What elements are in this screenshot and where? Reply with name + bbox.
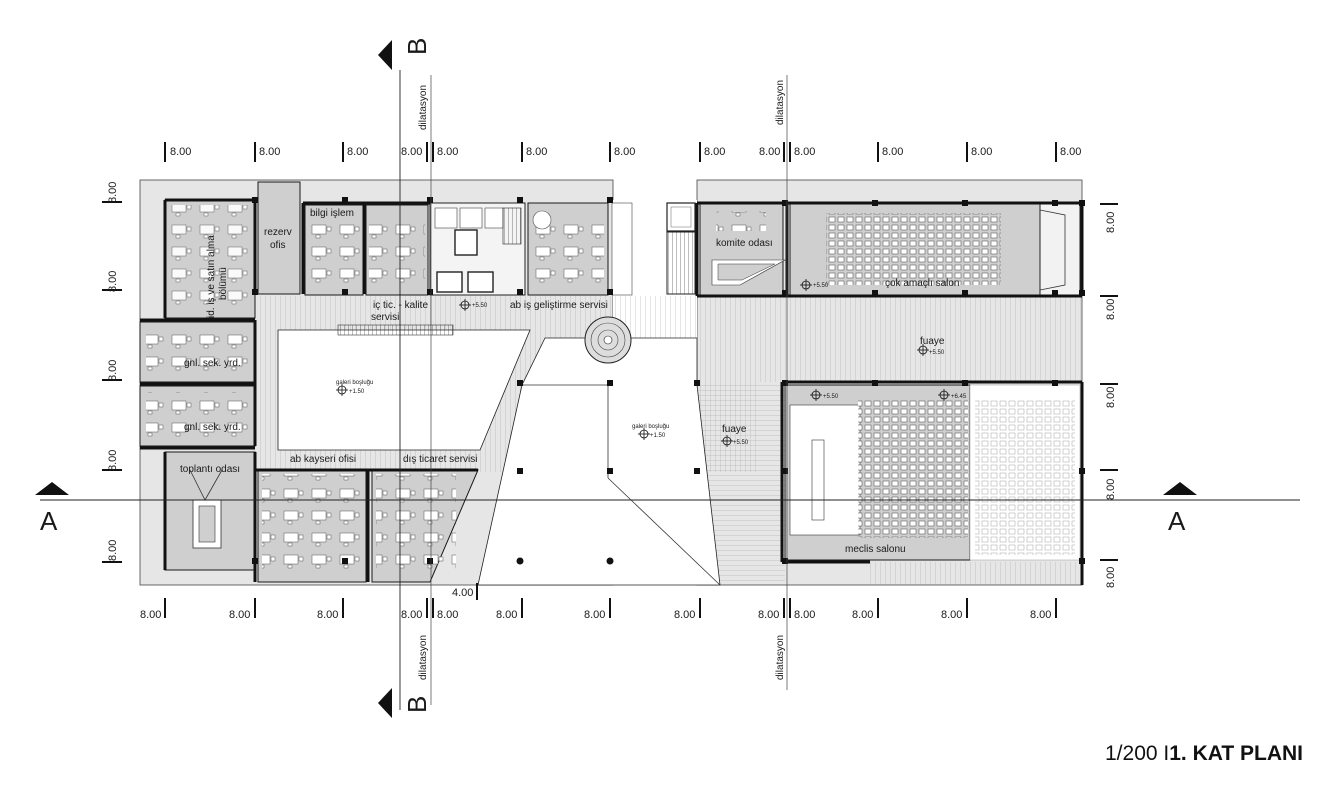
dim-right-2: 8.00 [1105,299,1117,320]
room-it: bilgi işlem [310,208,354,219]
dim-top-8: 8.00 [704,146,725,158]
gallery-rail [337,324,454,336]
dimension-labels-bottom: 8.00 8.00 8.00 8.00 8.00 8.00 8.00 8.00 … [140,587,1051,621]
dim-top-11: 8.00 [882,146,903,158]
room-kayseri-office: ab kayseri ofisi [290,454,356,465]
dim-left-1: 8.00 [107,182,119,203]
dimension-ticks [102,142,1118,618]
dim-top-4: 8.00 [401,146,422,158]
section-label-a-left: A [40,506,58,536]
dimension-labels-right: 8.00 8.00 8.00 8.00 8.00 [1105,212,1117,588]
drawing-scale: 1/200 I [1105,742,1170,765]
drawing-title: 1/200 I1. KAT PLANI [1105,742,1303,766]
section-arrow-a-left [35,482,69,495]
dim-bottom-7: 8.00 [584,609,605,621]
expansion-joint-label-1: dilatasyon [418,85,429,130]
dim-left-5: 8.00 [107,540,119,561]
dim-left-3: 8.00 [107,360,119,381]
west-rooms [139,181,479,583]
room-development: ab iş geliştirme servisi [510,300,608,311]
gallery-void-label-center: galeri boşluğu [632,424,669,430]
section-label-b-bottom: B [402,696,432,713]
dim-top-7: 8.00 [614,146,635,158]
section-lines [35,40,1300,718]
room-domestic-trade-line2: servisi [371,312,399,323]
dim-top-10: 8.00 [794,146,815,158]
dim-top-3: 8.00 [347,146,368,158]
dim-top-2: 8.00 [259,146,280,158]
room-purchasing-line2: bölümü [218,267,229,300]
level-markers [336,279,950,447]
room-gen-sec-assistant-2: gnl. sek. yrd. [184,422,241,433]
expansion-joint-label-2: dilatasyon [418,635,429,680]
level-core: +5.50 [472,303,488,309]
dim-bottom-5: 8.00 [437,609,458,621]
level-council-upper: +6.45 [951,394,967,400]
dim-bottom-13: 8.00 [1030,609,1051,621]
level-foyer-north: +5.50 [929,350,945,356]
room-committee: komite odası [716,238,773,249]
room-meeting: toplantı odası [180,464,240,475]
room-gen-sec-assistant-1: gnl. sek. yrd. [184,358,241,369]
dimension-labels-left: 8.00 8.00 8.00 8.00 8.00 [107,182,119,561]
dim-bottom-4: 8.00 [401,609,422,621]
dim-bottom-half: 4.00 [452,587,473,599]
room-reserve-office-line1: rezerv [264,227,292,238]
dim-right-5: 8.00 [1105,567,1117,588]
structural-walls [140,198,1084,585]
room-foyer-south: fuaye [722,424,747,435]
expansion-joint-label-3: dilatasyon [775,80,786,125]
level-multipurpose: +5.50 [813,283,829,289]
dim-bottom-6: 8.00 [496,609,517,621]
room-domestic-trade-line1: iç tic. - kalite [373,300,428,311]
dim-top-5: 8.00 [437,146,458,158]
room-foyer-north: fuaye [920,336,945,347]
room-foreign-trade: dış ticaret servisi [403,454,477,465]
section-arrow-a-right [1163,482,1197,495]
dim-bottom-10: 8.00 [794,609,815,621]
room-purchasing-line1: id. iş ve satın alma [206,235,217,318]
dim-top-1: 8.00 [170,146,191,158]
dim-right-1: 8.00 [1105,212,1117,233]
columns [252,197,1085,565]
section-arrow-b-top [378,40,392,70]
level-council-front: +5.50 [823,394,839,400]
level-gallery-center: +1.50 [650,433,666,439]
dim-bottom-1: 8.00 [140,609,161,621]
drawing-name: 1. KAT PLANI [1169,742,1304,765]
dim-top-6: 8.00 [526,146,547,158]
dim-left-4: 8.00 [107,450,119,471]
dim-left-2: 8.00 [107,271,119,292]
dim-bottom-9: 8.00 [758,609,779,621]
level-gallery-west: +1.50 [349,389,365,395]
section-label-b-top: B [402,38,432,55]
dim-bottom-3: 8.00 [317,609,338,621]
level-foyer-south: +5.50 [733,440,749,446]
dim-top-9: 8.00 [759,146,780,158]
room-reserve-office-line2: ofis [270,240,286,251]
dim-top-12: 8.00 [971,146,992,158]
dim-right-3: 8.00 [1105,387,1117,408]
dim-right-4: 8.00 [1105,479,1117,500]
section-arrow-b-bottom [378,688,392,718]
dim-bottom-11: 8.00 [852,609,873,621]
expansion-joint-label-4: dilatasyon [775,635,786,680]
section-label-a-right: A [1168,506,1186,536]
dim-bottom-12: 8.00 [941,609,962,621]
dimension-labels-top: 8.00 8.00 8.00 8.00 8.00 8.00 8.00 8.00 … [170,146,1081,158]
room-multipurpose-hall: çok amaçlı salon [885,278,959,289]
dim-bottom-2: 8.00 [229,609,250,621]
spiral-stair [584,316,632,364]
service-core [429,202,696,296]
dim-bottom-8: 8.00 [674,609,695,621]
gallery-void-label-west: galeri boşluğu [336,380,373,386]
dim-top-13: 8.00 [1060,146,1081,158]
room-council-hall: meclis salonu [845,544,906,555]
